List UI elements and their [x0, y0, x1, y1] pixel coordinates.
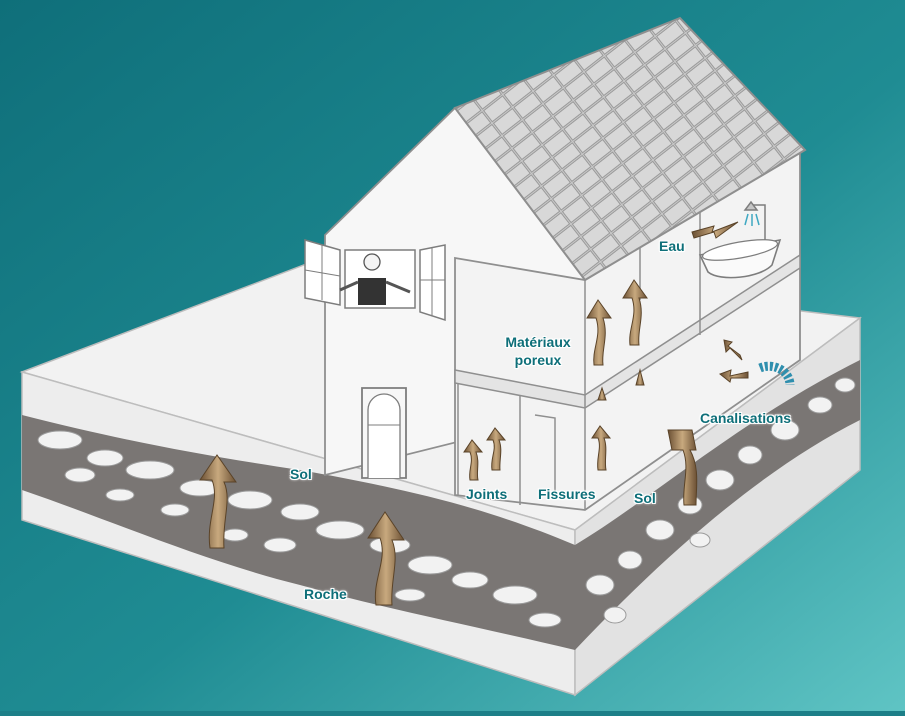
person-icon — [363, 253, 381, 271]
radon-arrow-soil-right — [667, 429, 698, 506]
label-fissures: Fissures — [538, 486, 596, 502]
radon-arrow-water — [691, 221, 739, 239]
radon-arrow-rock-center — [367, 511, 405, 606]
door-icon — [361, 387, 407, 479]
radon-arrow-joints — [463, 427, 507, 481]
pipe-icon — [758, 361, 795, 386]
label-eau: Eau — [659, 238, 685, 254]
label-joints: Joints — [466, 486, 508, 502]
bathtub-icon — [698, 238, 782, 279]
label-materiaux-line2: poreux — [514, 352, 562, 368]
window-with-person — [304, 239, 446, 322]
rock-layer-stones — [37, 430, 562, 628]
house-roof — [453, 16, 807, 282]
radon-arrow-pipes — [718, 339, 749, 383]
radon-arrows — [199, 221, 749, 606]
shower-icon — [743, 200, 766, 250]
label-sol-left: Sol — [290, 466, 312, 482]
label-sol-right: Sol — [634, 490, 656, 506]
radon-arrow-materials — [586, 279, 648, 401]
label-roche: Roche — [304, 586, 347, 602]
label-materiaux-line1: Matériaux — [505, 334, 571, 350]
radon-arrow-fissures — [591, 425, 612, 471]
label-canalisations: Canalisations — [700, 410, 792, 426]
interior-walls — [457, 200, 701, 510]
radon-arrow-rock-left — [199, 454, 237, 549]
